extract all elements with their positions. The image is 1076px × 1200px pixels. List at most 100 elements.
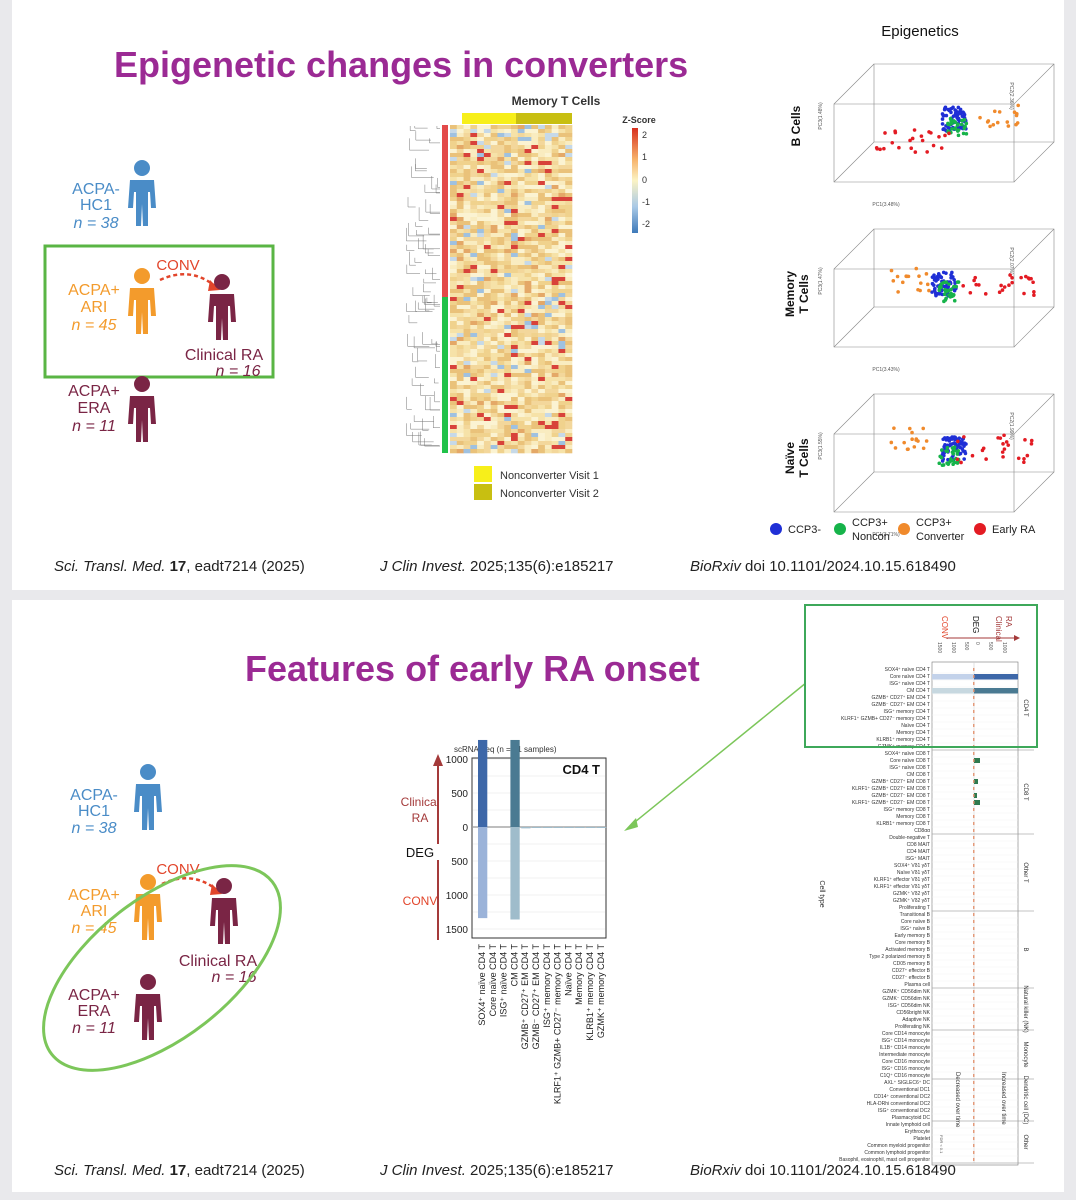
heatmap-cell <box>470 181 478 186</box>
heatmap-cell <box>558 301 566 306</box>
heatmap-cell <box>517 169 525 174</box>
conv-label: CONV <box>156 257 199 274</box>
heatmap-cell <box>497 229 505 234</box>
heatmap-cell <box>524 201 532 206</box>
heatmap-cell <box>504 269 512 274</box>
heatmap-cell <box>524 357 532 362</box>
era-label-b: ERA <box>78 400 111 417</box>
heatmap-cell <box>450 129 458 134</box>
celltype-row-label: GZMB⁺ CD27⁺ EM CD8 T <box>871 779 930 785</box>
heatmap-cell <box>558 257 566 262</box>
heatmap-cell <box>490 209 498 214</box>
heatmap-cell <box>463 397 471 402</box>
heatmap-cell <box>504 193 512 198</box>
heatmap-cell <box>463 193 471 198</box>
hc1-label-b: HC1 <box>80 197 112 214</box>
heatmap-cell <box>517 181 525 186</box>
legend-visit1: Nonconverter Visit 1 <box>500 470 599 482</box>
heatmap-cell <box>517 417 525 422</box>
pca-point <box>1022 291 1026 296</box>
bar-category-label: GZMB⁺ CD27⁺ EM CD4 T <box>520 944 530 1050</box>
heatmap-cell <box>544 325 552 330</box>
citation-rest: doi 10.1101/2024.10.15.618490 <box>740 558 956 575</box>
heatmap-cell <box>504 169 512 174</box>
celltype-row-label: CD05 memory B <box>893 961 931 967</box>
heatmap-cell <box>517 153 525 158</box>
heatmap-cell <box>497 349 505 354</box>
heatmap-cell <box>517 329 525 334</box>
heatmap-cell <box>477 317 485 322</box>
heatmap-cell <box>470 197 478 202</box>
heatmap-cell <box>463 333 471 338</box>
heatmap-cell <box>531 329 539 334</box>
heatmap-cell <box>531 253 539 258</box>
heatmap-cell <box>544 437 552 442</box>
heatmap-cell <box>463 409 471 414</box>
heatmap-cell <box>511 353 519 358</box>
heatmap-cell <box>477 369 485 374</box>
heatmap-cell <box>504 141 512 146</box>
heatmap-cell <box>470 133 478 138</box>
heatmap-cell <box>456 325 464 330</box>
heatmap-cell <box>490 421 498 426</box>
heatmap-cell <box>538 145 546 150</box>
celltype-frame <box>931 661 1019 1166</box>
heatmap-cell <box>511 213 519 218</box>
heatmap-cell <box>565 233 573 238</box>
celltype-tick-mark <box>973 738 975 741</box>
pca-point <box>1014 113 1019 118</box>
hc1-label-a: ACPA- <box>70 787 118 804</box>
heatmap-cell <box>517 149 525 154</box>
heatmap-cell <box>511 125 519 130</box>
heatmap-cell <box>477 341 485 346</box>
heatmap-cell <box>524 173 532 178</box>
heatmap-cell <box>490 137 498 142</box>
heatmap-cell <box>565 165 573 170</box>
heatmap-cell <box>544 165 552 170</box>
heatmap-cell <box>524 161 532 166</box>
heatmap-cell <box>470 397 478 402</box>
heatmap-cell <box>497 237 505 242</box>
celltype-row-label: GZMB⁻ CD27⁺ EM CD4 T <box>871 702 930 708</box>
axis-ra: RA <box>412 811 429 825</box>
heatmap-cell <box>504 325 512 330</box>
heatmap-cell <box>463 185 471 190</box>
heatmap-cell <box>551 221 559 226</box>
heatmap-cell <box>551 225 559 230</box>
pca-axis-label: PC1(3.71%) <box>872 532 900 538</box>
heatmap-cell <box>483 153 491 158</box>
heatmap-cell <box>497 273 505 278</box>
heatmap-cell <box>565 325 573 330</box>
heatmap-cell <box>551 429 559 434</box>
celltype-tick-mark <box>973 682 975 685</box>
legend-ccp3neg: CCP3- <box>788 524 821 536</box>
heatmap-cell <box>450 197 458 202</box>
pca-point <box>1002 433 1006 438</box>
heatmap-cell <box>504 265 512 270</box>
heatmap-cell <box>470 201 478 206</box>
celltype-row-label: Core naïve CD4 T <box>890 674 930 680</box>
heatmap-cell <box>517 449 525 454</box>
heatmap-cell <box>565 285 573 290</box>
heatmap-cell <box>477 157 485 162</box>
bar-down <box>575 827 585 828</box>
heatmap-cell <box>490 357 498 362</box>
heatmap-cell <box>544 425 552 430</box>
heatmap-cell <box>456 161 464 166</box>
heatmap-cell <box>450 369 458 374</box>
pca-point <box>962 457 966 461</box>
heatmap-cell <box>517 129 525 134</box>
citation-rest: 2025;135(6):e185217 <box>465 1162 614 1179</box>
heatmap-cell <box>565 309 573 314</box>
heatmap-cell <box>463 133 471 138</box>
celltype-tick-mark <box>973 1053 975 1056</box>
heatmap-cell <box>524 325 532 330</box>
heatmap-cell <box>511 217 519 222</box>
heatmap-cell <box>538 213 546 218</box>
heatmap-cell <box>463 201 471 206</box>
celltype-tick-mark <box>973 913 975 916</box>
heatmap-cell <box>551 209 559 214</box>
heatmap-cell <box>517 413 525 418</box>
